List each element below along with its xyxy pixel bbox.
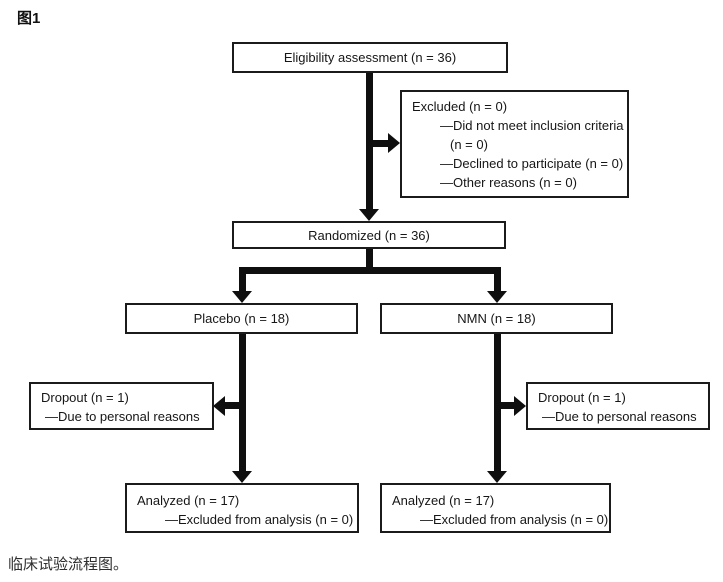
arrowhead-right-dropout-icon bbox=[514, 396, 526, 416]
excluded-item: —Declined to participate (n = 0) bbox=[440, 156, 624, 171]
placebo-arm-label: Placebo (n = 18) bbox=[193, 311, 290, 326]
eligibility-box: Eligibility assessment (n = 36) bbox=[232, 42, 508, 73]
connector-randomized-stub bbox=[366, 248, 373, 269]
connector-eligibility-randomized bbox=[366, 72, 373, 210]
dropout-right-title: Dropout (n = 1) bbox=[538, 390, 626, 405]
arrowhead-down-analyzed-left-icon bbox=[232, 471, 252, 483]
nmn-arm-label: NMN (n = 18) bbox=[457, 311, 536, 326]
connector-branch-horizontal bbox=[239, 267, 501, 274]
excluded-item: —Did not meet inclusion criteria (n = 0) bbox=[440, 118, 624, 152]
connector-to-excluded bbox=[371, 140, 390, 147]
arrowhead-left-dropout-icon bbox=[213, 396, 225, 416]
arrowhead-right-excluded-icon bbox=[388, 133, 400, 153]
analyzed-right-title: Analyzed (n = 17) bbox=[392, 493, 495, 508]
eligibility-label: Eligibility assessment (n = 36) bbox=[283, 50, 457, 65]
dropout-right-reason: —Due to personal reasons bbox=[542, 409, 697, 424]
connector-to-dropout-left bbox=[225, 402, 240, 409]
dropout-left-title: Dropout (n = 1) bbox=[41, 390, 129, 405]
placebo-arm-box: Placebo (n = 18) bbox=[125, 303, 358, 334]
randomized-label: Randomized (n = 36) bbox=[308, 227, 430, 243]
arrowhead-down-nmn-icon bbox=[487, 291, 507, 303]
randomized-box: Randomized (n = 36) bbox=[232, 221, 506, 249]
analyzed-left-box: Analyzed (n = 17) —Excluded from analysi… bbox=[125, 483, 359, 533]
arrowhead-down-randomized-icon bbox=[359, 209, 379, 221]
analyzed-left-detail: —Excluded from analysis (n = 0) bbox=[165, 512, 354, 527]
connector-placebo-analyzed bbox=[239, 332, 246, 472]
analyzed-right-box: Analyzed (n = 17) —Excluded from analysi… bbox=[380, 483, 611, 533]
dropout-left-reason: —Due to personal reasons bbox=[45, 409, 200, 424]
figure-caption: 临床试验流程图。 bbox=[8, 556, 129, 573]
connector-branch-left bbox=[239, 267, 246, 292]
figure-label: 图1 bbox=[17, 10, 41, 27]
connector-to-dropout-right bbox=[500, 402, 515, 409]
dropout-left-box: Dropout (n = 1) —Due to personal reasons bbox=[29, 382, 214, 430]
excluded-item: —Other reasons (n = 0) bbox=[440, 175, 577, 190]
excluded-box: Excluded (n = 0) —Did not meet inclusion… bbox=[400, 90, 629, 198]
analyzed-right-detail: —Excluded from analysis (n = 0) bbox=[420, 512, 609, 527]
analyzed-left-title: Analyzed (n = 17) bbox=[137, 493, 240, 508]
arrowhead-down-placebo-icon bbox=[232, 291, 252, 303]
dropout-right-box: Dropout (n = 1) —Due to personal reasons bbox=[526, 382, 710, 430]
connector-branch-right bbox=[494, 267, 501, 292]
nmn-arm-box: NMN (n = 18) bbox=[380, 303, 613, 334]
connector-nmn-analyzed bbox=[494, 332, 501, 472]
arrowhead-down-analyzed-right-icon bbox=[487, 471, 507, 483]
excluded-title: Excluded (n = 0) bbox=[412, 99, 508, 114]
